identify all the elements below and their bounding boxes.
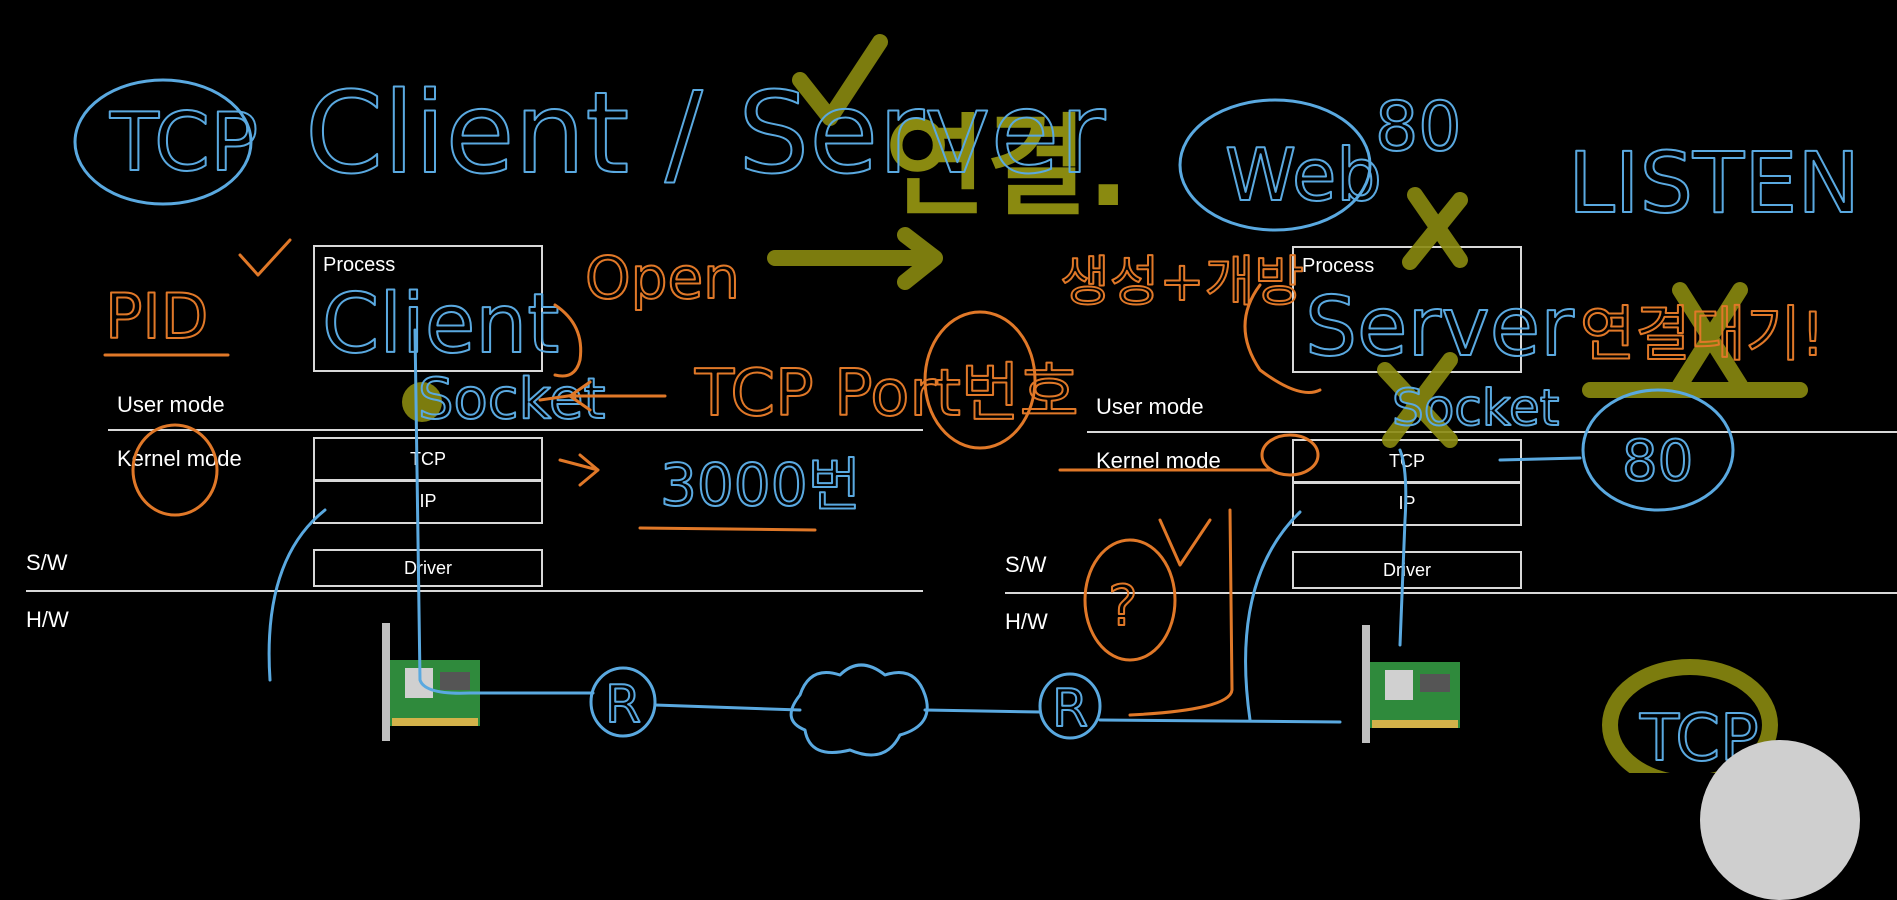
right-nic-icon xyxy=(1362,625,1460,743)
hw-socket-right: Socket xyxy=(1392,379,1559,437)
hw-client: Client xyxy=(322,277,559,372)
hw-connect-wait: 연결대기! xyxy=(1580,300,1825,370)
left-user-kernel-divider xyxy=(108,429,923,431)
left-user-mode-label: User mode xyxy=(117,392,225,417)
right-driver-label: Driver xyxy=(1383,560,1431,580)
hw-create-open: 생성+개방 xyxy=(1060,250,1304,313)
whiteboard: Process User mode Kernel mode TCP IP S/W… xyxy=(26,34,1897,900)
hw-title-tcp: TCP xyxy=(109,96,258,189)
left-ip-box xyxy=(313,480,543,524)
right-process-label: Process xyxy=(1302,255,1375,277)
highlighter-strokes xyxy=(402,34,1808,773)
orange-ink-strokes xyxy=(103,238,1322,717)
left-process-box xyxy=(313,245,543,372)
hw-port-80: 80 xyxy=(1622,429,1693,494)
right-tcp-label: TCP xyxy=(1389,451,1425,471)
left-process-label: Process xyxy=(323,254,396,276)
hw-router-right: R xyxy=(1052,679,1088,739)
right-sw-hw-divider xyxy=(1005,592,1897,594)
hw-open: Open xyxy=(585,244,740,312)
hw-title: Client / Server xyxy=(305,69,1106,199)
hw-tcp-port: TCP Port번호 xyxy=(694,357,1079,431)
handwriting-layer: 연결. TCP Client / Server Client Socket 30… xyxy=(73,34,1861,773)
hw-server: Server xyxy=(1305,280,1574,375)
left-driver-label: Driver xyxy=(404,558,452,578)
hw-router-left: R xyxy=(605,675,641,735)
hw-listen: LISTEN xyxy=(1568,134,1860,232)
right-user-mode-label: User mode xyxy=(1096,394,1204,419)
left-sw-hw-divider xyxy=(26,590,923,592)
left-hw-label: H/W xyxy=(26,607,69,632)
left-sw-label: S/W xyxy=(26,550,68,575)
blue-ink-strokes xyxy=(73,78,1735,757)
left-driver-box xyxy=(313,549,543,587)
hw-korean-connect: 연결. xyxy=(885,103,1129,231)
right-process-box xyxy=(1292,246,1522,373)
pointer-disc xyxy=(1700,740,1860,900)
hw-pid: PID xyxy=(105,280,208,353)
left-ip-label: IP xyxy=(419,491,437,511)
right-hw-label: H/W xyxy=(1005,609,1048,634)
right-driver-box xyxy=(1292,551,1522,589)
hw-port-3000: 3000번 xyxy=(660,451,861,519)
hw-question: ? xyxy=(1108,574,1138,639)
hw-web-80: 80 xyxy=(1375,88,1462,167)
left-tcp-label: TCP xyxy=(410,449,446,469)
right-sw-label: S/W xyxy=(1005,552,1047,577)
hw-web: Web xyxy=(1225,133,1382,217)
right-user-kernel-divider xyxy=(1087,431,1897,433)
